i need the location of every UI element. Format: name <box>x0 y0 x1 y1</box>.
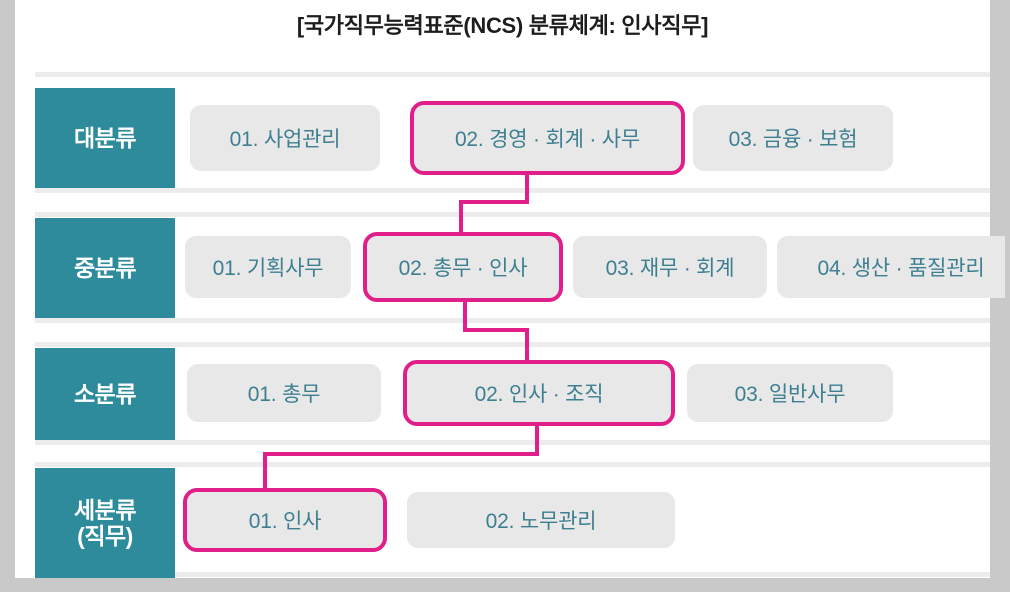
level-label-2-line-1: 중분류 <box>74 254 136 281</box>
diagram-body: 01. 사업관리 02. 경영 · 회계 · 사무 03. 금융 · 보험 01… <box>35 0 1005 578</box>
connector-2-across <box>463 328 529 332</box>
separator-3-top <box>35 342 990 347</box>
chip-level1-item3-label: 03. 금융 · 보험 <box>728 128 858 151</box>
level-label-3: 소분류 <box>35 348 175 440</box>
page-title: [국가직무능력표준(NCS) 분류체계: 인사직무] <box>296 13 709 38</box>
chip-level1-item1[interactable]: 01. 사업관리 <box>190 105 380 171</box>
chip-level4-item2[interactable]: 02. 노무관리 <box>407 492 675 548</box>
separator-4-top <box>35 462 990 467</box>
diagram-card: [국가직무능력표준(NCS) 분류체계: 인사직무] 대분류 중분류 소분류 세… <box>15 0 1005 578</box>
connector-3-down <box>535 418 539 456</box>
separator-1-bottom <box>35 188 990 193</box>
chip-level1-item1-label: 01. 사업관리 <box>229 128 341 151</box>
chip-level3-item3[interactable]: 03. 일반사무 <box>687 364 893 422</box>
chip-level1-item2-label: 02. 경영 · 회계 · 사무 <box>454 128 641 151</box>
chip-level2-item2[interactable]: 02. 총무 · 인사 <box>363 232 563 302</box>
chip-level3-item3-label: 03. 일반사무 <box>734 383 846 406</box>
separator-3-bottom <box>35 440 990 445</box>
connector-1-down <box>525 168 529 204</box>
level-label-1-line-1: 대분류 <box>74 124 136 151</box>
chip-level2-item1-label: 01. 기획사무 <box>212 257 324 280</box>
connector-3-across <box>263 452 539 456</box>
chip-level2-item2-label: 02. 총무 · 인사 <box>398 257 528 280</box>
connector-1-drop <box>459 200 463 242</box>
connector-3-drop <box>263 452 267 496</box>
level-label-1: 대분류 <box>35 88 175 188</box>
connector-2-down <box>463 298 467 332</box>
chip-level1-item3[interactable]: 03. 금융 · 보험 <box>693 105 893 171</box>
separator-bottom <box>35 572 990 577</box>
level-label-4-line-1: 세분류 <box>74 496 136 523</box>
chip-level1-item2[interactable]: 02. 경영 · 회계 · 사무 <box>410 101 685 175</box>
chip-level3-item2-label: 02. 인사 · 조직 <box>474 383 604 406</box>
connector-2-drop <box>525 328 529 372</box>
separator-2-top <box>35 212 990 217</box>
chip-level3-item1-label: 01. 총무 <box>247 383 321 406</box>
chip-level2-item3-label: 03. 재무 · 회계 <box>605 257 735 280</box>
chip-level4-item1-label: 01. 인사 <box>248 510 322 533</box>
level-label-4: 세분류 (직무) <box>35 468 175 578</box>
separator-top <box>35 72 990 77</box>
chip-level2-item4[interactable]: 04. 생산 · 품질관리 <box>777 236 1005 298</box>
connector-1-across <box>459 200 529 204</box>
chip-level3-item1[interactable]: 01. 총무 <box>187 364 381 422</box>
separator-2-bottom <box>35 318 990 323</box>
chip-level3-item2[interactable]: 02. 인사 · 조직 <box>403 360 675 426</box>
chip-level4-item2-label: 02. 노무관리 <box>485 510 597 533</box>
chip-level2-item3[interactable]: 03. 재무 · 회계 <box>573 236 767 298</box>
level-label-4-line-2: (직무) <box>77 523 133 549</box>
chip-level4-item1[interactable]: 01. 인사 <box>183 488 387 552</box>
chip-level2-item1[interactable]: 01. 기획사무 <box>185 236 351 298</box>
level-label-2: 중분류 <box>35 218 175 318</box>
chip-level2-item4-label: 04. 생산 · 품질관리 <box>817 257 985 280</box>
level-label-3-line-1: 소분류 <box>74 380 136 407</box>
